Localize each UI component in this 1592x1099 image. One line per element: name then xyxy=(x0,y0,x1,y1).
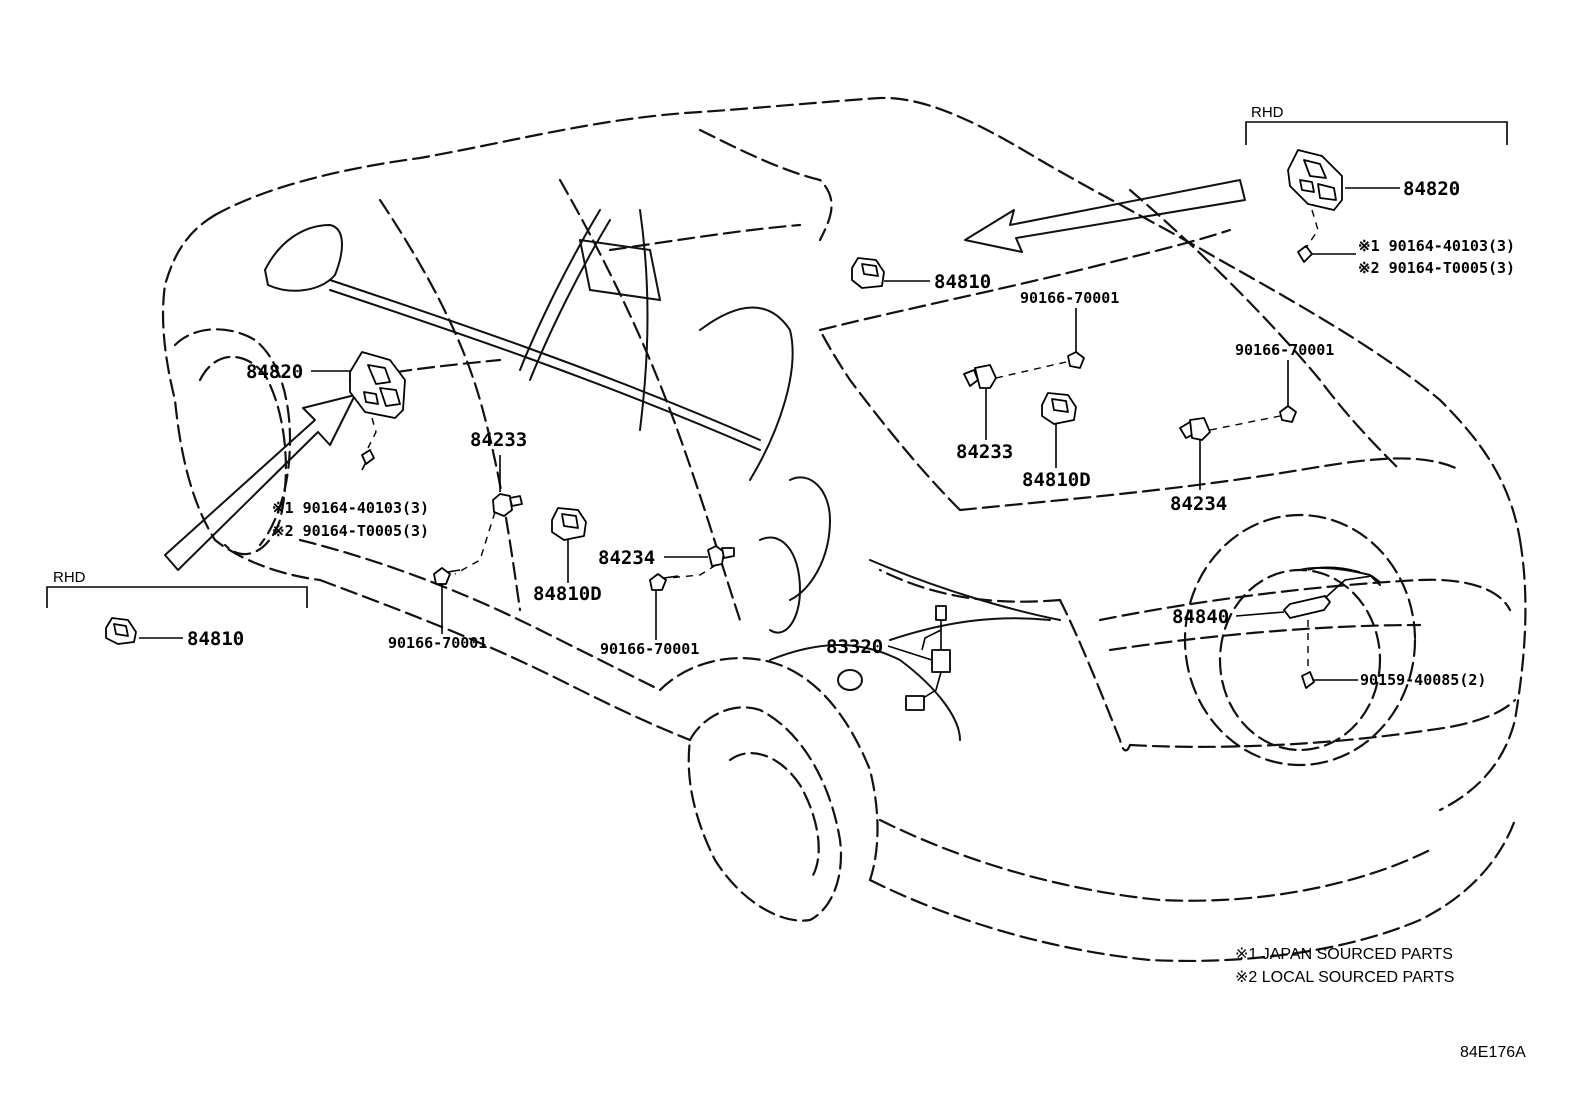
window-master-switch-rhd-right xyxy=(1287,149,1343,211)
screw-left xyxy=(361,449,375,471)
label-84840: 84840 xyxy=(1172,606,1229,628)
label-84233-left: 84233 xyxy=(470,429,527,451)
label-84820-rhd-right: 84820 xyxy=(1403,178,1460,200)
courtesy-switch-right xyxy=(963,364,997,389)
trunk-opener-switch-84840 xyxy=(1283,566,1381,619)
label-90159: 90159-40085(2) xyxy=(1360,671,1486,689)
leader-lines xyxy=(139,187,1400,681)
rhd-label-left: RHD xyxy=(53,569,86,586)
view-arrow-left xyxy=(164,394,356,571)
note-1-left: ※1 90164-40103(3) xyxy=(272,499,429,517)
interior-outline xyxy=(264,209,1381,741)
bolt-right xyxy=(1279,405,1297,423)
bolt-mid xyxy=(649,573,679,591)
window-master-switch-left xyxy=(349,351,406,419)
bolt-right-top xyxy=(1067,351,1085,369)
label-84234-left: 84234 xyxy=(598,547,655,569)
note-2-right: ※2 90164-T0005(3) xyxy=(1358,259,1515,277)
label-84810d-left: 84810D xyxy=(533,583,602,605)
bolt-left xyxy=(433,567,461,585)
label-90166-top: 90166-70001 xyxy=(1020,289,1119,307)
legend-note-1: ※1 JAPAN SOURCED PARTS xyxy=(1235,946,1453,963)
window-switch-84810d-left xyxy=(551,507,587,541)
label-84233-right: 84233 xyxy=(956,441,1013,463)
legend-note-2: ※2 LOCAL SOURCED PARTS xyxy=(1235,969,1454,986)
label-84234-right: 84234 xyxy=(1170,493,1227,515)
window-switch-rhd-left xyxy=(105,617,137,645)
screw-90159 xyxy=(1301,671,1315,689)
screw-right xyxy=(1297,245,1313,263)
label-90166-right: 90166-70001 xyxy=(1235,341,1334,359)
rhd-bracket-right xyxy=(1245,121,1508,145)
sensor-83320 xyxy=(905,605,951,711)
window-switch-84810d-right xyxy=(1041,392,1077,425)
window-switch-top xyxy=(851,257,885,289)
label-84820-left: 84820 xyxy=(246,361,303,383)
label-90166-mid: 90166-70001 xyxy=(600,640,699,658)
label-90166-left: 90166-70001 xyxy=(388,634,487,652)
note-2-left: ※2 90164-T0005(3) xyxy=(272,522,429,540)
label-84810-rhd-left: 84810 xyxy=(187,628,244,650)
courtesy-switch-right-rear xyxy=(1179,417,1211,441)
figure-id: 84E176A xyxy=(1460,1044,1526,1061)
rhd-bracket-left xyxy=(46,586,308,608)
note-1-right: ※1 90164-40103(3) xyxy=(1358,237,1515,255)
label-84810d-right: 84810D xyxy=(1022,469,1091,491)
courtesy-switch-mid xyxy=(707,545,735,567)
label-83320: 83320 xyxy=(826,636,883,658)
view-arrow-right xyxy=(964,179,1246,253)
label-84810-top: 84810 xyxy=(934,271,991,293)
rhd-label-right: RHD xyxy=(1251,104,1284,121)
courtesy-switch-left xyxy=(492,493,523,517)
car-outline xyxy=(161,96,1527,963)
